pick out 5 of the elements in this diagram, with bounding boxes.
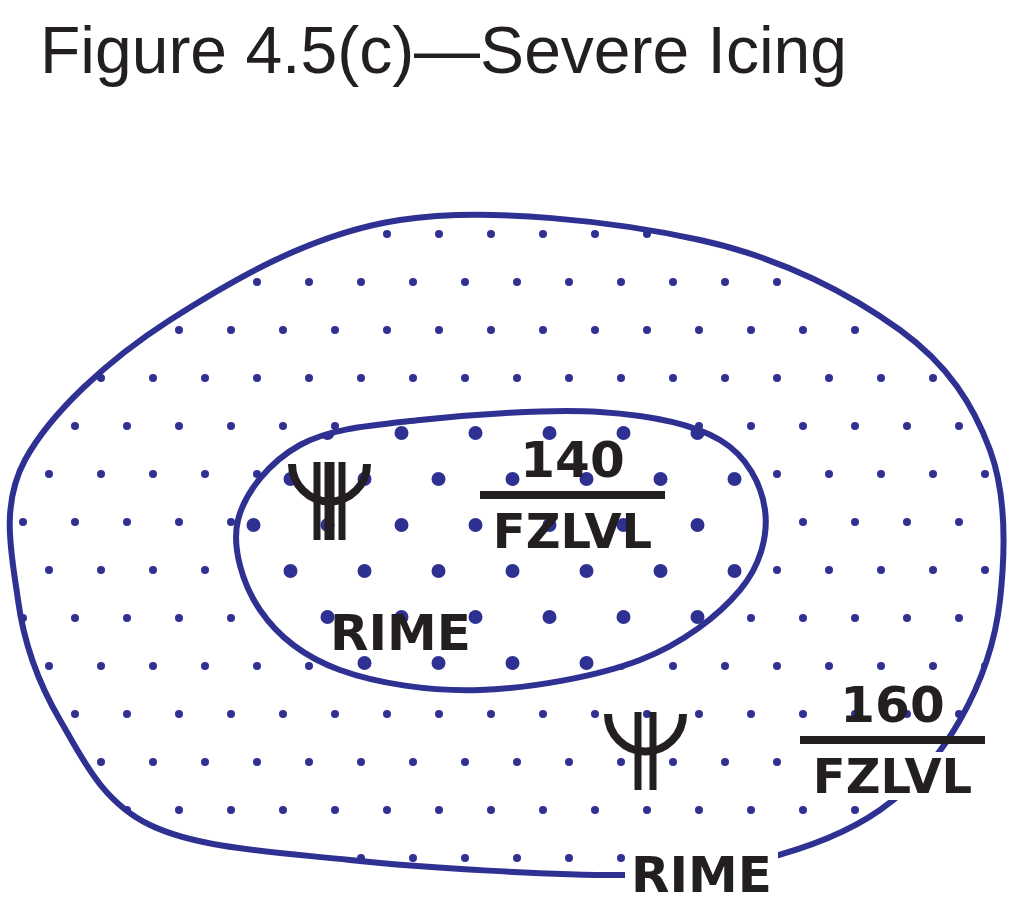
icing-type-label: RIME	[330, 608, 471, 658]
freezing-level-label: FZLVL	[491, 507, 654, 555]
figure-title: Figure 4.5(c)—Severe Icing	[40, 12, 847, 88]
freezing-level-value: 160	[839, 680, 946, 730]
freezing-level-value: 140	[519, 435, 626, 485]
